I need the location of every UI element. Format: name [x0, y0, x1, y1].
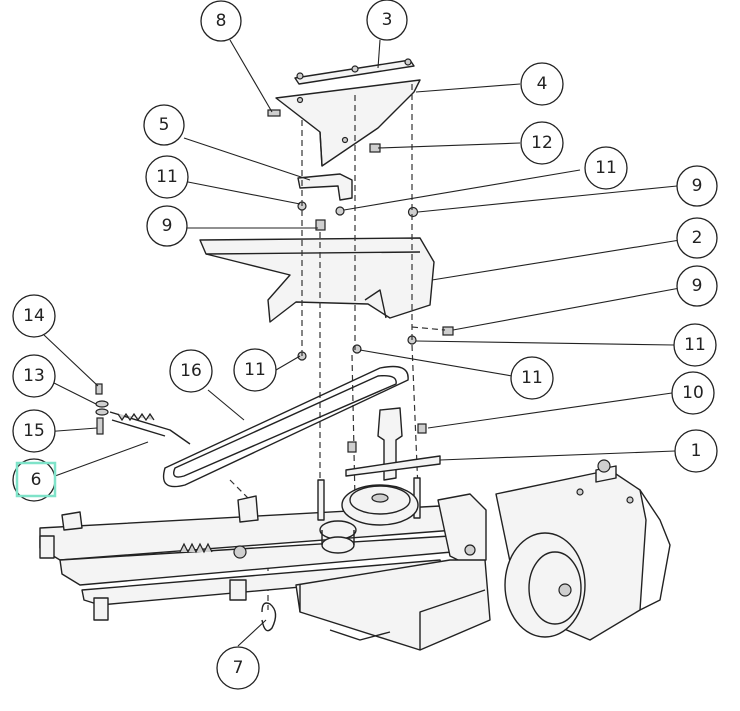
- svg-text:16: 16: [180, 361, 202, 381]
- callout-11-a: 11: [145, 155, 189, 199]
- callout-9-c: 9: [676, 265, 718, 307]
- callout-1: 1: [674, 429, 718, 473]
- highlight-box: [15, 461, 57, 498]
- callout-13: 13: [12, 354, 56, 398]
- callout-3: 3: [366, 0, 408, 41]
- svg-text:14: 14: [23, 306, 45, 326]
- part-3-bracket-bar: [294, 58, 415, 85]
- part-11-nuts: [297, 201, 419, 361]
- callout-4: 4: [520, 62, 564, 106]
- callout-6: 6: [12, 458, 57, 502]
- svg-text:9: 9: [162, 216, 173, 236]
- svg-text:13: 13: [23, 366, 45, 386]
- drive-pulleys: [319, 484, 419, 554]
- svg-text:11: 11: [156, 167, 178, 187]
- svg-text:11: 11: [244, 360, 266, 380]
- svg-text:11: 11: [521, 368, 543, 388]
- part-5-small-bracket: [297, 173, 353, 201]
- callout-11-d: 11: [673, 323, 717, 367]
- part-16-belt: [162, 365, 409, 488]
- part-14-screw: [95, 383, 103, 395]
- part-4-top-plate: [275, 79, 421, 167]
- wheel-assembly: [495, 459, 671, 641]
- svg-text:4: 4: [537, 74, 548, 94]
- svg-text:6: 6: [31, 470, 42, 490]
- svg-text:15: 15: [23, 421, 45, 441]
- callout-14: 14: [12, 294, 56, 338]
- callout-9-a: 9: [676, 165, 718, 207]
- svg-text:10: 10: [682, 383, 704, 403]
- svg-text:9: 9: [692, 276, 703, 296]
- callout-2: 2: [676, 217, 718, 259]
- callout-16: 16: [169, 349, 213, 393]
- callout-11-c: 11: [233, 348, 277, 392]
- svg-text:2: 2: [692, 228, 703, 248]
- svg-text:8: 8: [216, 11, 227, 31]
- callout-10: 10: [671, 371, 715, 415]
- part-7-snap-ring: [261, 602, 277, 632]
- callout-9-b: 9: [146, 205, 188, 247]
- svg-text:7: 7: [233, 658, 244, 678]
- callout-12: 12: [520, 121, 564, 165]
- lower-housing: [295, 559, 491, 651]
- right-side-bracket: [437, 493, 487, 567]
- callout-15: 15: [12, 409, 56, 453]
- svg-text:11: 11: [595, 158, 617, 178]
- part-9-bolts: [315, 219, 454, 336]
- callout-7: 7: [216, 646, 260, 690]
- svg-text:12: 12: [531, 133, 553, 153]
- svg-text:5: 5: [159, 115, 170, 135]
- callout-11-b: 11: [584, 146, 628, 190]
- svg-text:3: 3: [382, 10, 393, 30]
- part-2-shield: [199, 237, 435, 323]
- callout-5: 5: [143, 104, 185, 146]
- svg-text:11: 11: [684, 335, 706, 355]
- svg-text:1: 1: [691, 441, 702, 461]
- part-15-bolt: [96, 417, 104, 435]
- callout-11-e: 11: [510, 356, 554, 400]
- svg-text:9: 9: [692, 176, 703, 196]
- part-6-spring-cable: [109, 411, 191, 445]
- callout-8: 8: [200, 0, 242, 42]
- part-13-washer: [95, 400, 109, 416]
- part-8-bolt: [267, 109, 281, 117]
- leader-lines: [43, 39, 681, 647]
